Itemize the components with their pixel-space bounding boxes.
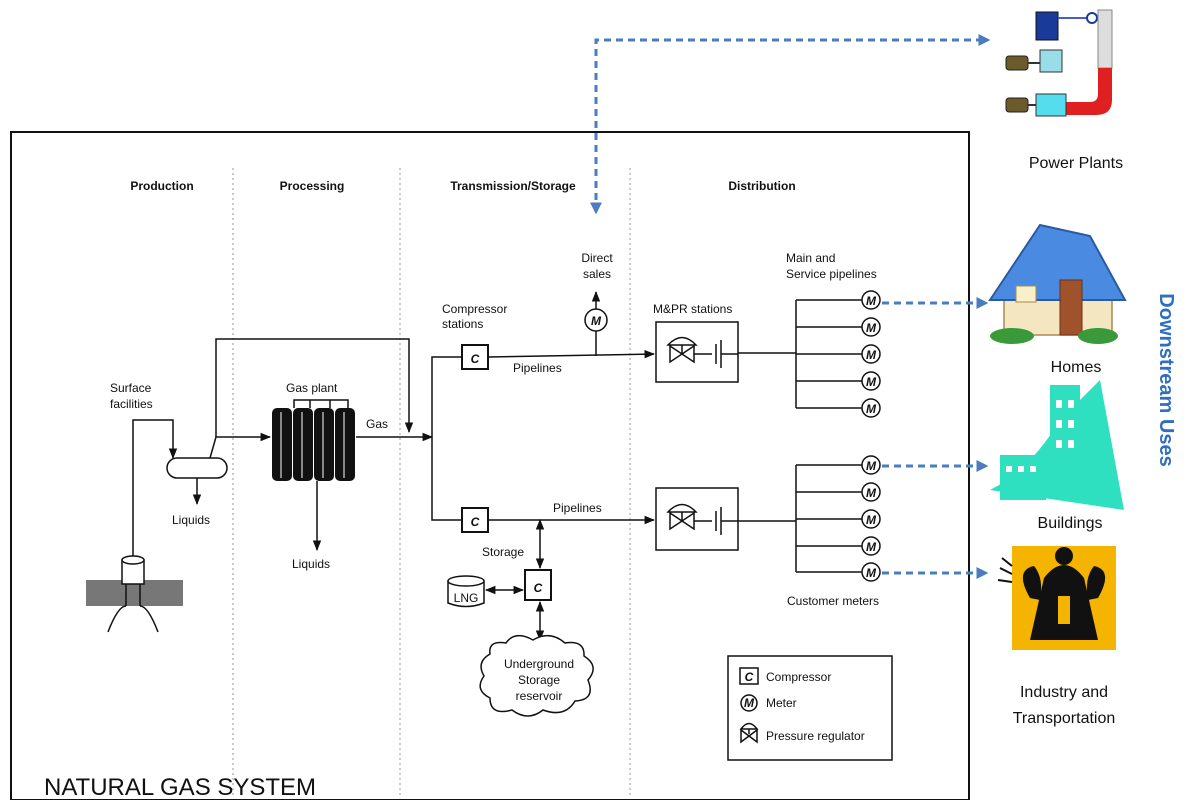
downstream-uses-title: Downstream Uses [1155, 293, 1177, 466]
legend: C Compressor M Meter Pressure regulator [727, 655, 893, 761]
liquids-plant-label: Liquids [292, 557, 330, 571]
stage-production-header: Production [130, 179, 193, 193]
storage-compressor [524, 569, 552, 601]
svg-text:M: M [866, 321, 877, 335]
wellhead [86, 555, 183, 633]
pipelines-top-label: Pipelines [513, 361, 562, 375]
svg-text:M: M [866, 402, 877, 416]
compressor-top-symbol: C [471, 352, 480, 366]
surface-facilities-label-2: facilities [110, 397, 153, 411]
customer-meter: M [861, 398, 881, 418]
svg-text:M: M [866, 486, 877, 500]
legend-compressor-label: Compressor [766, 670, 831, 684]
mpr-station-top [655, 321, 739, 383]
power-plant-icon [1005, 9, 1113, 117]
customer-meter: M [861, 509, 881, 529]
mpr-stations-label: M&PR stations [653, 302, 732, 316]
mpr-station-bottom [655, 487, 739, 551]
customer-meters-label: Customer meters [787, 594, 879, 608]
direct-sales-label: Direct [581, 251, 613, 265]
customer-meter: M [861, 317, 881, 337]
customer-meter: M [861, 482, 881, 502]
homes-label: Homes [1051, 359, 1102, 376]
buildings-icon [990, 380, 1124, 510]
compressor-stations-label-2: stations [442, 317, 483, 331]
meter-bank-bottom [795, 464, 862, 573]
svg-text:M: M [591, 314, 602, 328]
underground-label-3: reservoir [516, 689, 563, 703]
power-plants-label: Power Plants [1029, 155, 1123, 172]
legend-compressor-symbol: C [745, 670, 754, 684]
direct-sales-meter: M [584, 308, 608, 332]
legend-meter-symbol: M [744, 696, 755, 710]
lng-label: LNG [454, 591, 479, 605]
gas-plant-label: Gas plant [286, 381, 338, 395]
underground-reservoir-cloud [479, 634, 594, 717]
customer-meter: M [861, 371, 881, 391]
main-service-label-2: Service pipelines [786, 267, 877, 281]
compressor-stations-label: Compressor [442, 302, 507, 316]
svg-text:M: M [866, 294, 877, 308]
surface-facilities-label: Surface [110, 381, 152, 395]
customer-meter: M [861, 455, 881, 475]
customer-meter: M [861, 344, 881, 364]
svg-text:M: M [866, 459, 877, 473]
svg-text:M: M [866, 566, 877, 580]
stage-transmission-header: Transmission/Storage [450, 179, 576, 193]
stage-distribution-header: Distribution [728, 179, 795, 193]
storage-label: Storage [482, 545, 524, 559]
system-title: NATURAL GAS SYSTEM [44, 774, 316, 800]
compressor-bottom-symbol: C [471, 515, 480, 529]
customer-meter: M [861, 536, 881, 556]
svg-text:M: M [866, 348, 877, 362]
legend-meter-label: Meter [766, 696, 797, 710]
legend-regulator-label: Pressure regulator [766, 729, 865, 743]
lng-tank [447, 575, 485, 608]
svg-text:M: M [866, 540, 877, 554]
gas-plant [272, 399, 355, 481]
customer-meter: M [861, 290, 881, 310]
underground-label: Underground [504, 657, 574, 671]
compressor-bottom [461, 507, 489, 533]
stage-processing-header: Processing [280, 179, 345, 193]
pipelines-bottom-label: Pipelines [553, 501, 602, 515]
storage-compressor-symbol: C [534, 581, 543, 595]
home-icon [988, 223, 1127, 344]
buildings-label: Buildings [1038, 515, 1103, 532]
customer-meter: M [861, 562, 881, 582]
stage-dividers [232, 168, 631, 798]
arrow-to-power-plants [590, 34, 991, 215]
direct-sales-label-2: sales [583, 267, 611, 281]
meter-bank-top [795, 299, 862, 409]
separator-vessel [166, 457, 228, 479]
gas-label: Gas [366, 417, 388, 431]
industry-label-2: Transportation [1013, 710, 1116, 727]
industry-icon [997, 546, 1116, 650]
svg-text:M: M [866, 513, 877, 527]
main-service-label: Main and [786, 251, 835, 265]
liquids-separator-label: Liquids [172, 513, 210, 527]
underground-label-2: Storage [518, 673, 560, 687]
industry-label: Industry and [1020, 684, 1108, 701]
svg-text:M: M [866, 375, 877, 389]
